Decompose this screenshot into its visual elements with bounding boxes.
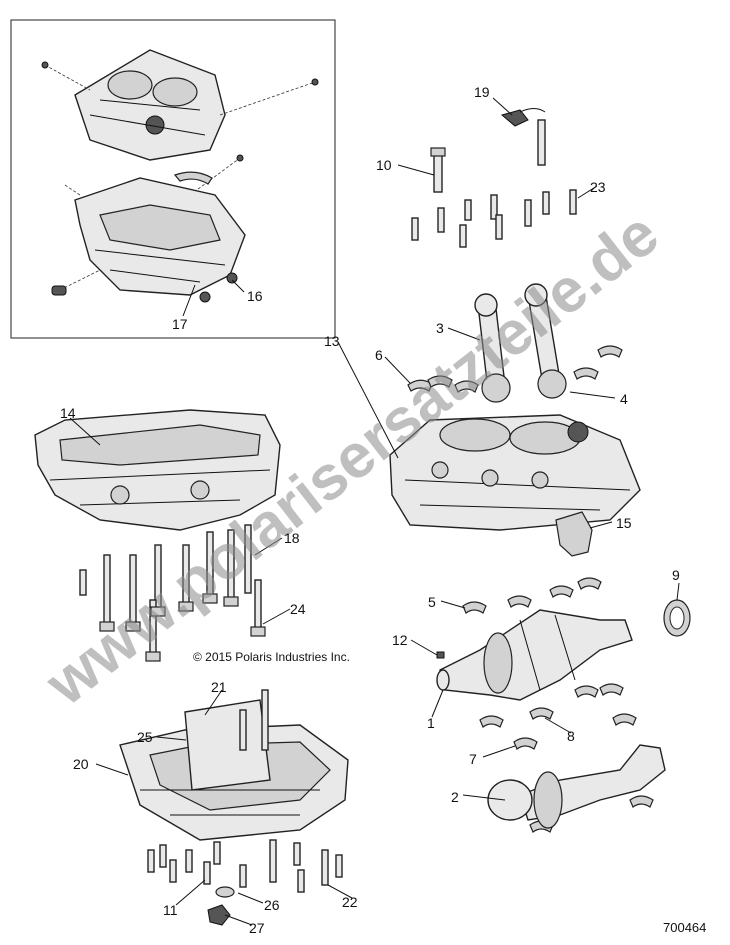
inset-bolt-lines <box>41 61 319 291</box>
callout-25: 25 <box>137 729 153 745</box>
inset-upper-crankcase <box>74 49 226 161</box>
callout-7: 7 <box>469 751 477 767</box>
upper-crankcase-13 <box>389 414 641 531</box>
inset-lower-crankcase <box>51 171 246 303</box>
crankshaft-1 <box>436 609 633 701</box>
callout-11: 11 <box>163 902 178 918</box>
callout-23: 23 <box>590 179 606 195</box>
copyright-text: © 2015 Polaris Industries Inc. <box>193 650 350 664</box>
assembly-inset-frame <box>10 19 336 339</box>
callout-17: 17 <box>172 316 188 332</box>
seal-9 <box>663 599 691 637</box>
callout-26: 26 <box>264 897 280 913</box>
callout-12: 12 <box>392 632 408 648</box>
callout-8: 8 <box>567 728 575 744</box>
part-number: 700464 <box>663 920 706 935</box>
screw-12 <box>436 651 445 659</box>
callout-2: 2 <box>451 789 459 805</box>
callout-13: 13 <box>324 333 340 349</box>
callout-4: 4 <box>620 391 628 407</box>
lower-crankcase-14 <box>34 409 281 531</box>
callout-10: 10 <box>376 157 392 173</box>
bolt-set-11-22 <box>147 839 343 926</box>
callout-9: 9 <box>672 567 680 583</box>
callout-6: 6 <box>375 347 383 363</box>
part-15 <box>555 511 593 557</box>
callout-19: 19 <box>474 84 490 100</box>
callout-24: 24 <box>290 601 306 617</box>
leader-lines <box>69 97 680 926</box>
callout-1: 1 <box>427 715 435 731</box>
callout-18: 18 <box>284 530 300 546</box>
connecting-rods <box>474 283 567 403</box>
bearing-shells-5-8 <box>462 577 654 833</box>
callout-3: 3 <box>436 320 444 336</box>
callout-5: 5 <box>428 594 436 610</box>
bearing-shells-6 <box>407 345 623 393</box>
callout-16: 16 <box>247 288 263 304</box>
bolt-set-18-24 <box>79 524 266 662</box>
baffle-25 <box>184 689 271 791</box>
callout-20: 20 <box>73 756 89 772</box>
callout-21: 21 <box>211 679 227 695</box>
callout-27: 27 <box>249 920 265 936</box>
callout-14: 14 <box>60 405 76 421</box>
bolt-set-10-23 <box>411 108 577 248</box>
balance-shaft-2 <box>487 744 666 829</box>
callout-22: 22 <box>342 894 358 910</box>
callout-15: 15 <box>616 515 632 531</box>
